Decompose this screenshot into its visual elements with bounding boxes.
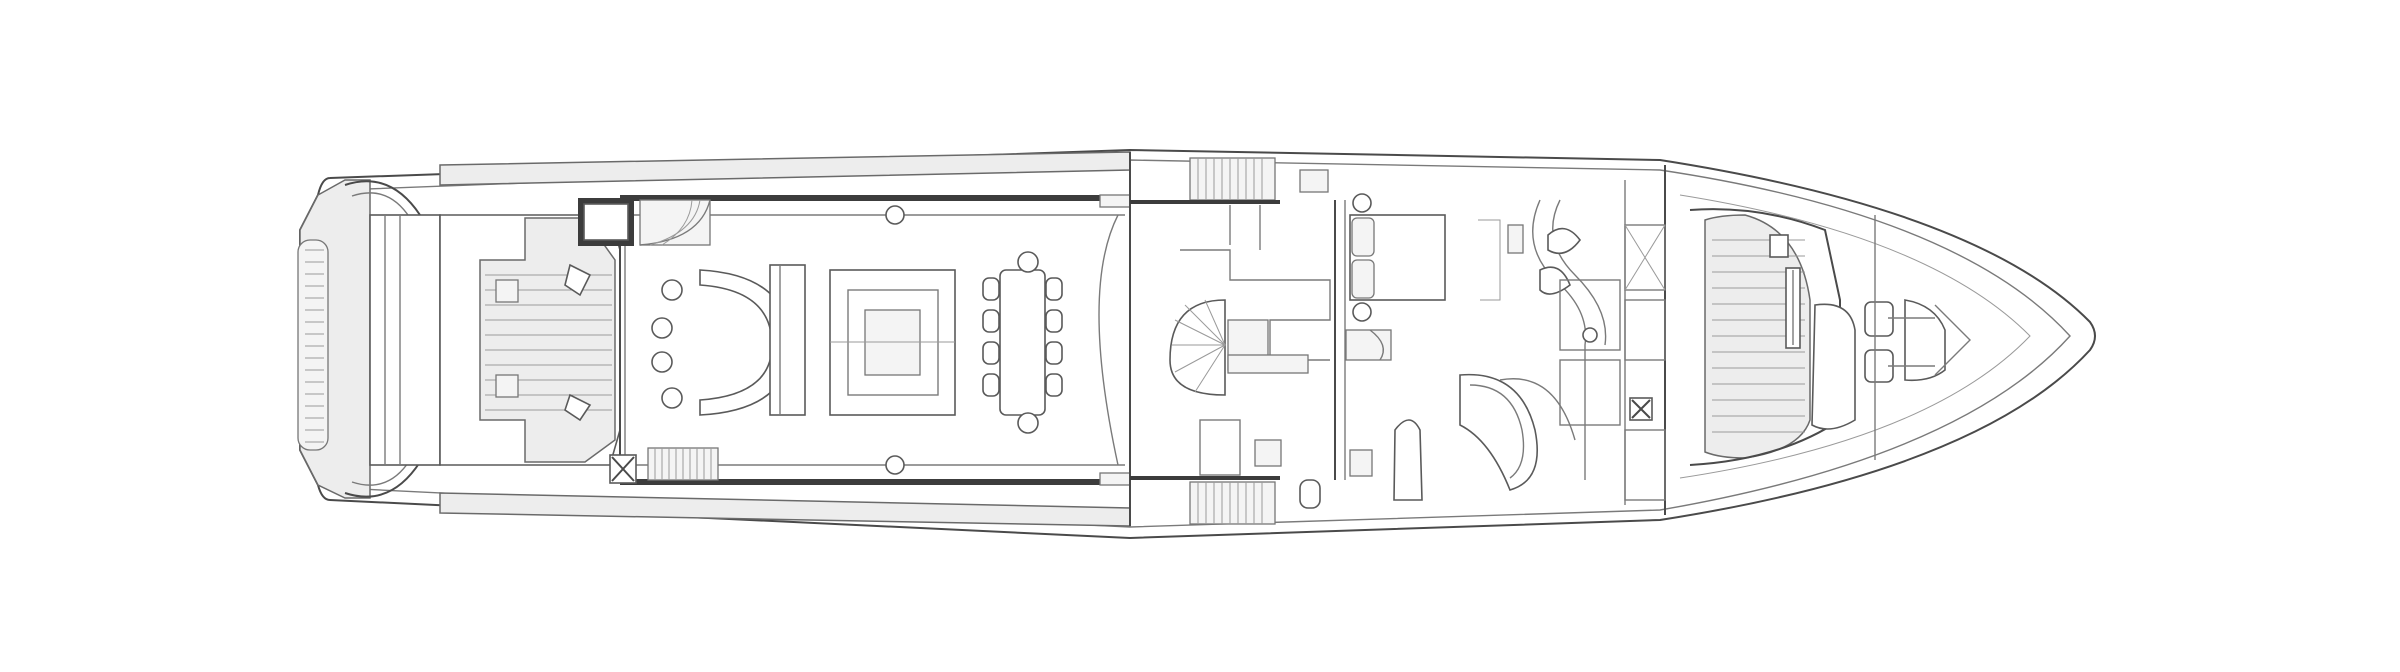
saloon-enclosure (578, 195, 1130, 485)
main-saloon (651, 264, 956, 416)
foredeck (1689, 208, 1971, 466)
swim-platform (297, 179, 421, 499)
dining-area (982, 194, 1131, 486)
master-suite (1344, 193, 1621, 501)
stair-lobby (1129, 152, 1336, 526)
crew-area (1624, 165, 1666, 515)
